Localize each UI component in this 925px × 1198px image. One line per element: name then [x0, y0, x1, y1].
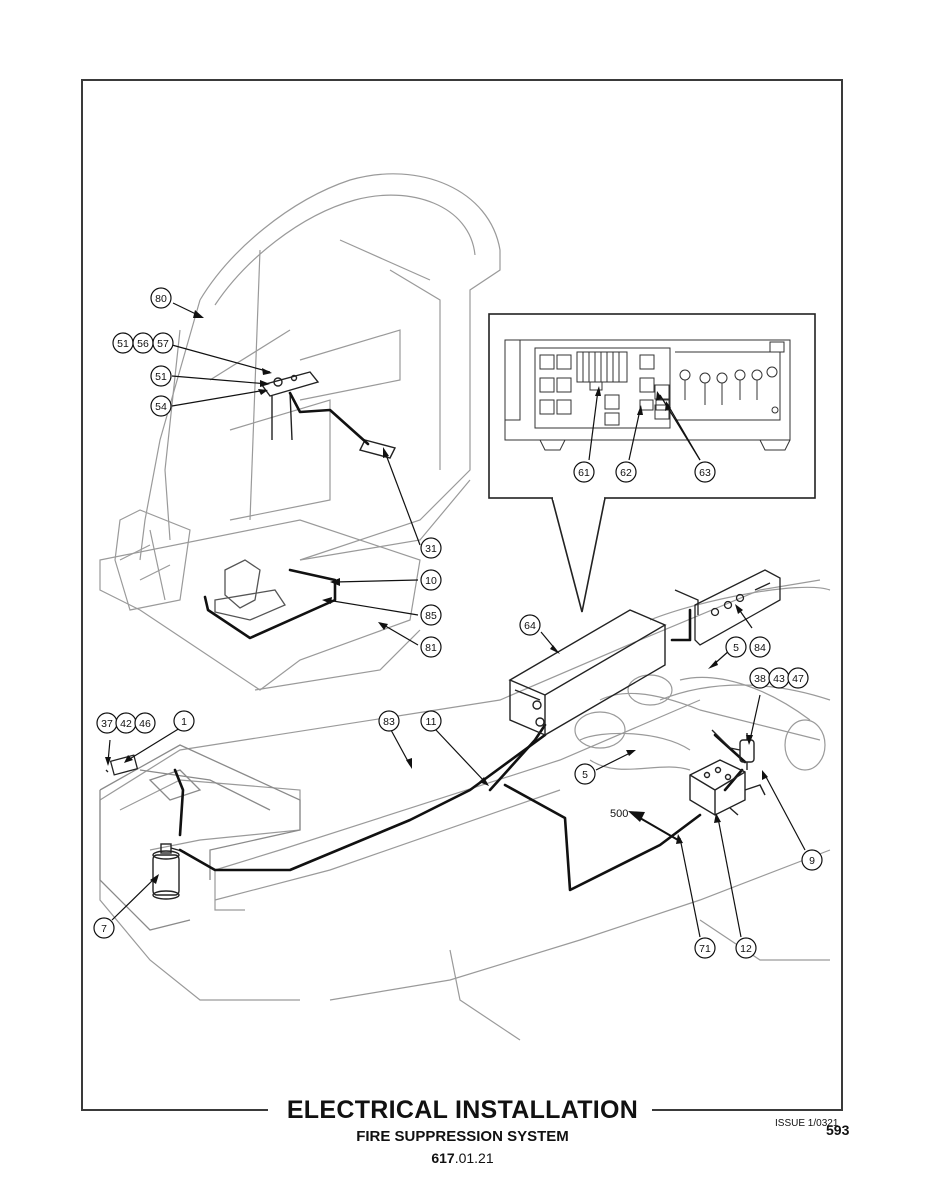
fuse-panel: [504, 339, 791, 451]
callout-38-label: 38: [754, 673, 766, 685]
callout-47-label: 47: [792, 673, 804, 685]
inset-leader: [551, 497, 606, 613]
chassis-outline: [99, 579, 831, 1041]
callout-38: 38: [749, 667, 771, 689]
callout-71-label: 71: [699, 943, 711, 955]
callout-62: 62: [615, 461, 637, 483]
callout-9-label: 9: [809, 855, 815, 867]
callout-63-label: 63: [699, 467, 711, 479]
callout-7-label: 7: [101, 923, 107, 935]
callout-84: 84: [749, 636, 771, 658]
callout-80: 80: [150, 287, 172, 309]
switch-box: [105, 754, 139, 776]
callout-54-label: 54: [155, 401, 167, 413]
extinguisher-bottle: [152, 843, 186, 900]
callout-51-b-label: 51: [155, 371, 167, 383]
mounting-bracket: [674, 569, 781, 646]
callout-61-label: 61: [578, 467, 590, 479]
callout-85-label: 85: [425, 610, 437, 622]
callout-11: 11: [420, 710, 442, 732]
callout-5-a-label: 5: [733, 642, 739, 654]
callout-31: 31: [420, 537, 442, 559]
seat: [214, 559, 286, 621]
callout-51-a-label: 51: [117, 338, 129, 350]
callout-51-b: 51: [150, 365, 172, 387]
callout-63: 63: [694, 461, 716, 483]
label-500: 500: [610, 808, 628, 820]
callout-1: 1: [173, 710, 195, 732]
callout-10: 10: [420, 569, 442, 591]
frame-border: [81, 79, 843, 1111]
callout-12-label: 12: [740, 943, 752, 955]
issue-label: ISSUE 1/0321: [775, 1118, 839, 1129]
callout-5-b: 5: [574, 763, 596, 785]
page-title-text: ELECTRICAL INSTALLATION: [283, 1096, 642, 1124]
callout-71: 71: [694, 937, 716, 959]
callout-57: 57: [152, 332, 174, 354]
arrowheads: [105, 310, 768, 884]
electrical-box: [508, 609, 667, 737]
callout-37: 37: [96, 712, 118, 734]
callout-46: 46: [134, 712, 156, 734]
callout-42: 42: [115, 712, 137, 734]
inset-mask: [553, 494, 604, 500]
callout-31-label: 31: [425, 543, 437, 555]
callout-84-label: 84: [754, 642, 766, 654]
direction-arrowhead-500: [628, 811, 645, 822]
callout-7: 7: [93, 917, 115, 939]
callout-56-label: 56: [137, 338, 149, 350]
callout-11-label: 11: [426, 716, 437, 728]
callout-81: 81: [420, 636, 442, 658]
callout-9: 9: [801, 849, 823, 871]
callout-54: 54: [150, 395, 172, 417]
callout-83-label: 83: [383, 716, 395, 728]
callout-5-b-label: 5: [582, 769, 588, 781]
callout-43: 43: [768, 667, 790, 689]
inset-frame: [488, 313, 816, 499]
callout-83: 83: [378, 710, 400, 732]
page-subtitle: FIRE SUPPRESSION SYSTEM: [356, 1128, 569, 1145]
page-title: ELECTRICAL INSTALLATION: [0, 1096, 925, 1125]
callout-12: 12: [735, 937, 757, 959]
callout-81-label: 81: [425, 642, 437, 654]
callout-56: 56: [132, 332, 154, 354]
page-number: 593: [826, 1122, 850, 1138]
callout-43-label: 43: [773, 673, 785, 685]
valve-assembly: [689, 759, 766, 816]
callout-85: 85: [420, 604, 442, 626]
tank-outline: [99, 744, 301, 931]
callout-37-label: 37: [101, 718, 113, 730]
callout-5-a: 5: [725, 636, 747, 658]
callout-51-a: 51: [112, 332, 134, 354]
document-code-bold: 617: [431, 1150, 455, 1166]
direction-arrow-500: [639, 817, 679, 841]
callout-1-label: 1: [181, 716, 187, 728]
callout-62-label: 62: [620, 467, 632, 479]
callout-64: 64: [519, 614, 541, 636]
callout-10-label: 10: [425, 575, 437, 587]
callout-64-label: 64: [524, 620, 536, 632]
callout-47: 47: [787, 667, 809, 689]
document-code: 617.01.21: [0, 1150, 925, 1166]
cab-outline: [99, 173, 501, 691]
callout-42-label: 42: [120, 718, 132, 730]
cab-switch-panel: [260, 371, 397, 459]
document-code-rest: .01.21: [454, 1150, 494, 1166]
callout-57-label: 57: [157, 338, 169, 350]
callout-61: 61: [573, 461, 595, 483]
callout-46-label: 46: [139, 718, 151, 730]
callout-80-label: 80: [155, 293, 167, 305]
